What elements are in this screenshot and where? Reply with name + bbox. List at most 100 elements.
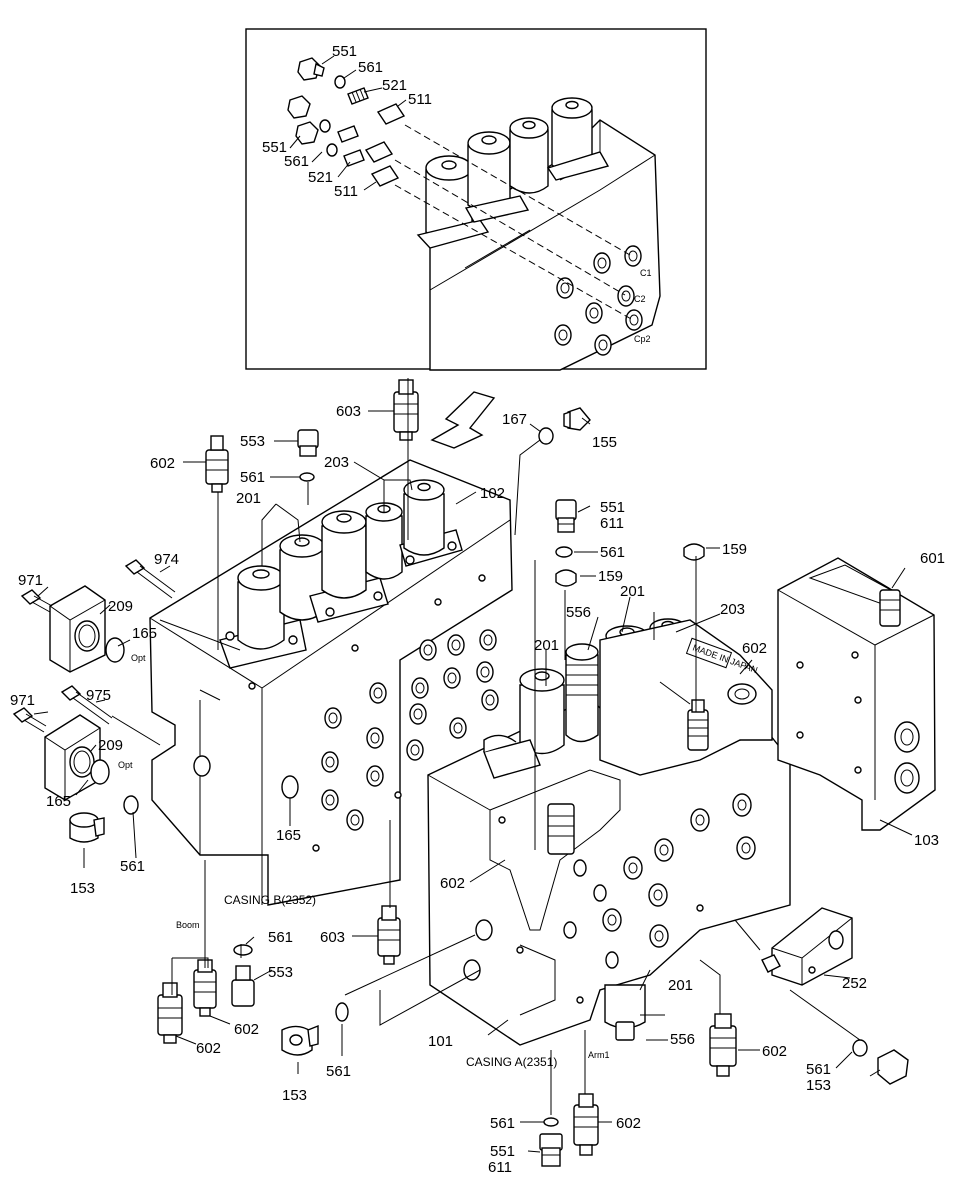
callout-971b: 971 (10, 692, 35, 709)
small-label-boom: Boom (176, 920, 200, 930)
oring-561-left (123, 795, 139, 815)
oring-561-bottom-left (233, 944, 253, 956)
valve-603-bottom (377, 905, 401, 965)
inset-pistons-511-low (364, 141, 400, 187)
callout-155: 155 (592, 434, 617, 451)
callout-101: 101 (428, 1033, 453, 1050)
callout-551b: 551 (490, 1143, 515, 1160)
solenoid-b3 (309, 510, 389, 623)
oring-165-bottom (90, 759, 110, 785)
oring-casing-a-1 (475, 919, 493, 941)
callout-561d: 561 (806, 1061, 831, 1078)
block-252 (761, 907, 853, 986)
callout-611r: 611 (600, 515, 624, 532)
casing-label-casing-a: CASING A(2351) (466, 1055, 557, 1069)
plug-159-a (683, 543, 705, 561)
valve-602-boom-1 (193, 959, 217, 1017)
callout-209b: 209 (98, 737, 123, 754)
inset-valve-block (287, 57, 661, 371)
callout-602m: 602 (440, 875, 465, 892)
port-label-c1: C1 (640, 268, 652, 278)
bolt-971-top (20, 589, 53, 613)
callout-153c: 153 (806, 1077, 831, 1094)
callout-167: 167 (502, 411, 527, 428)
callout-labels: 551561521511551561521511C1C2Cp2603553602… (10, 43, 945, 1176)
bolt-974 (124, 559, 176, 599)
inset-spring-521-top (347, 87, 369, 105)
bolt-975 (60, 685, 113, 725)
callout-561r: 561 (600, 544, 625, 561)
callout-602t: 602 (150, 455, 175, 472)
plug-153-right (877, 1049, 909, 1085)
small-label-arm1: Arm1 (588, 1050, 610, 1060)
valve-602-arm (573, 1093, 599, 1156)
valve-602-on-body (687, 699, 709, 751)
solenoid-556-a (565, 643, 599, 743)
solenoid-201-bottom (604, 984, 646, 1041)
callout-561a: 561 (120, 858, 145, 875)
nameplate (685, 637, 733, 669)
casing-b-block (149, 459, 513, 906)
solenoid-201-b1 (219, 565, 307, 669)
plug-155 (563, 407, 591, 431)
inset-piston-511-top (376, 103, 406, 125)
callout-561c: 561 (326, 1063, 351, 1080)
callout-561t: 561 (240, 469, 265, 486)
callout-201m: 201 (534, 637, 559, 654)
callout-602b1: 602 (234, 1021, 259, 1038)
valve-602-boom-2 (157, 982, 183, 1044)
callout-602b4: 602 (616, 1115, 641, 1132)
inset-springs-521-low (337, 125, 365, 167)
callout-553b: 553 (268, 964, 293, 981)
callout-201r: 201 (620, 583, 645, 600)
oring-561-top (299, 472, 315, 482)
callout-601: 601 (920, 550, 945, 567)
inset-callout-i551b: 551 (262, 139, 287, 156)
inset-callout-i511a: 511 (408, 91, 432, 108)
valve-602-right-bottom (709, 1013, 737, 1077)
callout-556r: 556 (566, 604, 591, 621)
oring-561-far-right (852, 1039, 868, 1057)
callout-611b: 611 (488, 1159, 512, 1176)
port-label-cp2: Cp2 (634, 334, 651, 344)
inset-callout-i551a: 551 (332, 43, 357, 60)
callout-203r: 203 (720, 601, 745, 618)
inset-oring-561-mid (319, 119, 331, 133)
callout-201t: 201 (236, 490, 261, 507)
callout-165b: 165 (46, 793, 71, 810)
plug-551-611-top (555, 499, 577, 533)
callout-165c: 165 (276, 827, 301, 844)
valve-602-top (205, 435, 229, 493)
plug-553-bottom (231, 965, 255, 1007)
callout-602b2: 602 (196, 1040, 221, 1057)
callout-103: 103 (914, 832, 939, 849)
callout-556b: 556 (670, 1031, 695, 1048)
callout-561e: 561 (490, 1115, 515, 1132)
callout-203t: 203 (324, 454, 349, 471)
inset-solenoid-4 (546, 97, 610, 181)
plug-551-611-bottom (539, 1133, 563, 1167)
callout-102: 102 (480, 485, 505, 502)
plug-153-left (69, 812, 105, 843)
callout-603t: 603 (336, 403, 361, 420)
callout-153b: 153 (282, 1087, 307, 1104)
small-label-opt1: Opt (131, 653, 146, 663)
inset-callout-i511b: 511 (334, 183, 358, 200)
callout-971a: 971 (18, 572, 43, 589)
oring-165-side (281, 775, 299, 799)
inset-solenoid-3 (509, 117, 549, 194)
solenoid-203-b1 (365, 502, 403, 580)
callout-209a: 209 (108, 598, 133, 615)
inset-callout-i561a: 561 (358, 59, 383, 76)
oring-561-bottom-mid (335, 1002, 349, 1022)
small-label-opt2: Opt (118, 760, 133, 770)
callout-974: 974 (154, 551, 179, 568)
callout-165a: 165 (132, 625, 157, 642)
callout-159a: 159 (722, 541, 747, 558)
inset-plug-551-top (297, 57, 325, 81)
port-label-c2: C2 (634, 294, 646, 304)
casing-label-casing-b: CASING B(2352) (224, 893, 316, 907)
callout-159b: 159 (598, 568, 623, 585)
